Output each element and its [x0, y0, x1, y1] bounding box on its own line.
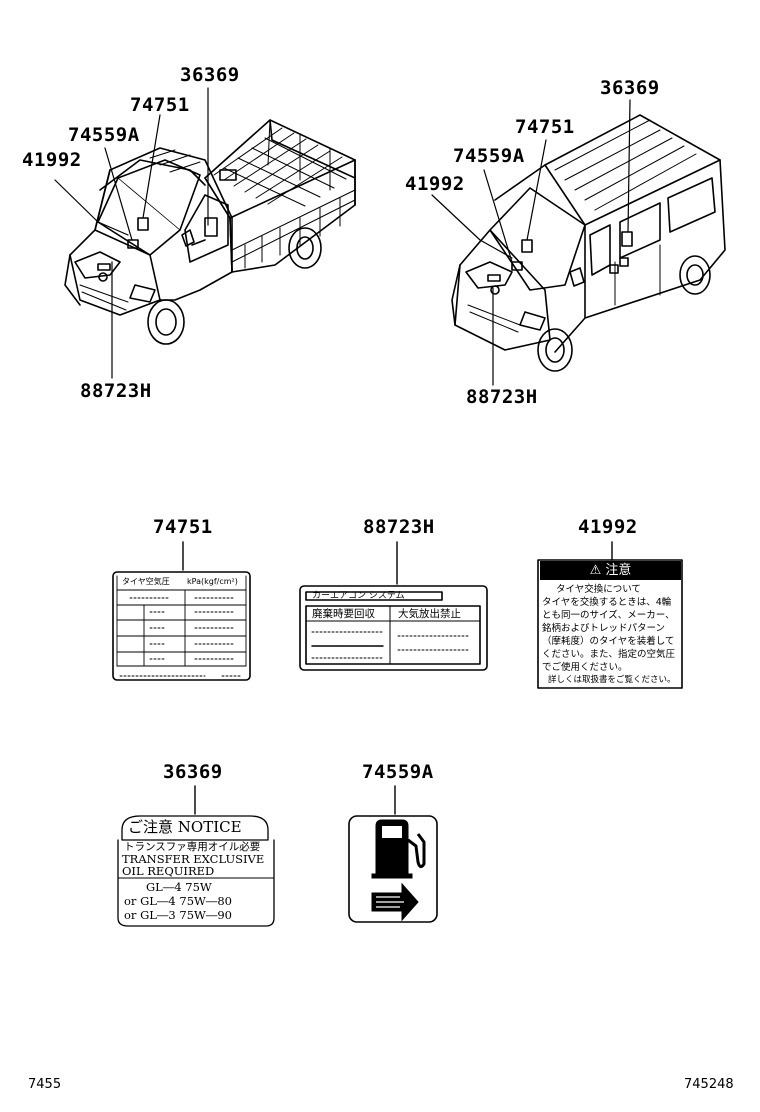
label-36369-line-4: GL―4 75W [146, 880, 212, 894]
footer-right-code: 745248 [684, 1077, 734, 1092]
label-36369-line-6: or GL―3 75W―90 [124, 908, 232, 922]
label-36369-line-5: or GL―4 75W―80 [124, 894, 232, 908]
label-41992-line-6: ください。また、指定の空気圧 [542, 649, 676, 660]
label-36369-title: ご注意 NOTICE [128, 818, 242, 836]
label-88723h-col-left: 廃棄時要回収 [312, 608, 375, 620]
van-callout-36369: 36369 [600, 77, 660, 99]
label-41992-line-3: とも同一のサイズ、メーカー、 [542, 610, 675, 621]
label-36369-line-2: TRANSFER EXCLUSIVE [122, 852, 265, 866]
truck-callout-36369: 36369 [180, 64, 240, 86]
label-41992-line-4: 銘柄およびトレッドパターン [542, 623, 666, 634]
footer-left-code: 7455 [28, 1077, 62, 1092]
label-88723h-drawing [299, 541, 488, 671]
label-74751-drawing [112, 541, 251, 681]
truck-callout-88723h: 88723H [80, 380, 152, 402]
label-74751-part-number: 74751 [153, 516, 213, 538]
van-callout-41992: 41992 [405, 173, 465, 195]
van-illustration [431, 99, 726, 386]
truck-callout-74559a: 74559A [68, 124, 140, 146]
label-36369-line-3: OIL REQUIRED [122, 864, 215, 878]
label-41992-line-7: でご使用ください。 [542, 662, 628, 673]
label-74559a-drawing [348, 785, 438, 923]
label-74559a-part-number: 74559A [362, 761, 434, 783]
pickup-truck-illustration [54, 87, 356, 379]
label-88723h-tab: カーエアコン システム [312, 591, 405, 601]
van-callout-74751: 74751 [515, 116, 575, 138]
label-36369-line-1: トランスファ専用オイル必要 [124, 841, 261, 853]
label-41992-drawing [537, 541, 683, 689]
label-36369-part-number: 36369 [163, 761, 223, 783]
truck-callout-74751: 74751 [130, 94, 190, 116]
fuel-pump-icon [371, 819, 426, 879]
label-74751-head-right: kPa(kgf/cm²) [187, 577, 238, 586]
label-41992-line-8: 詳しくは取扱書をご覧ください。 [548, 675, 676, 685]
label-41992-header: ⚠ 注意 [540, 561, 681, 580]
label-88723h-part-number: 88723H [363, 516, 435, 538]
label-41992-line-1: タイヤ交換について [556, 584, 641, 595]
label-41992-line-2: タイヤを交換するときは、4輪 [542, 597, 672, 608]
van-callout-74559a: 74559A [453, 145, 525, 167]
label-88723h-col-right: 大気放出禁止 [398, 608, 461, 620]
van-callout-88723h: 88723H [466, 386, 538, 408]
arrow-right-icon [371, 882, 419, 922]
label-74751-head-left: タイヤ空気圧 [122, 577, 170, 586]
label-41992-part-number: 41992 [578, 516, 638, 538]
truck-callout-41992: 41992 [22, 149, 82, 171]
label-41992-line-5: （摩耗度）のタイヤを装着して [542, 636, 675, 647]
label-36369-drawing [117, 785, 275, 927]
